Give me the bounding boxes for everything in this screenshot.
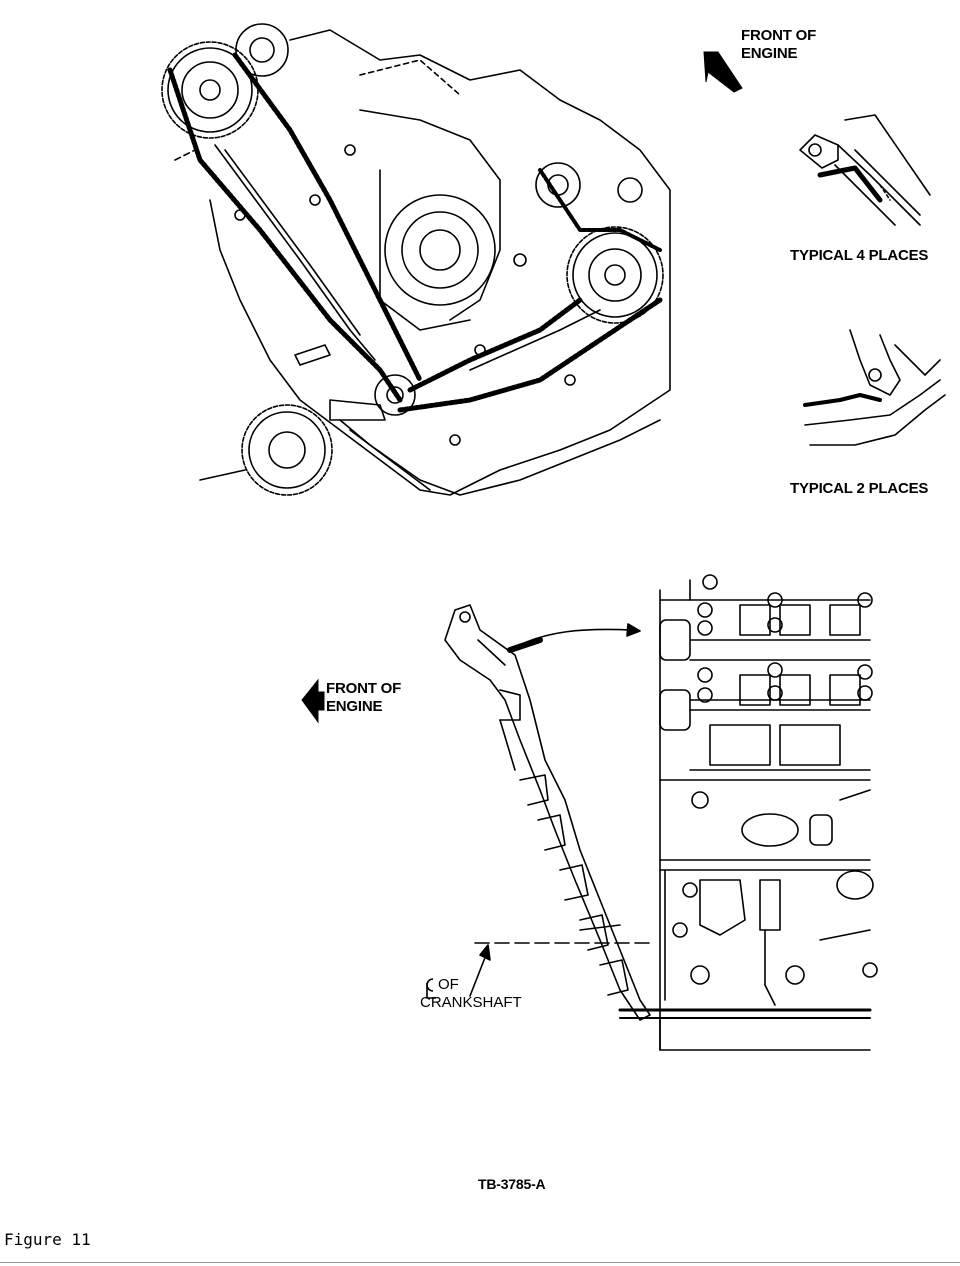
arrow-left-icon bbox=[301, 678, 325, 724]
centerline-icon bbox=[426, 978, 436, 999]
engine-label: ENGINE bbox=[326, 698, 383, 715]
crankshaft-centerline-label: OF CRANKSHAFT bbox=[420, 976, 522, 1012]
of-label: OF bbox=[438, 976, 459, 993]
front-of-engine-label-top: FRONT OF ENGINE bbox=[741, 27, 816, 63]
typical-4-places-label: TYPICAL 4 PLACES bbox=[790, 247, 929, 264]
detail-typical-4 bbox=[799, 114, 931, 226]
drawing-number: TB-3785-A bbox=[478, 1176, 546, 1192]
front-of-engine-label-bottom: FRONT OF ENGINE bbox=[326, 680, 401, 716]
arrow-down-left-icon bbox=[703, 51, 743, 93]
bottom-divider bbox=[0, 1262, 960, 1263]
cylinder-head-illustration bbox=[444, 574, 878, 1051]
crankshaft-label: CRANKSHAFT bbox=[420, 994, 522, 1011]
typical-2-places-label: TYPICAL 2 PLACES bbox=[790, 480, 929, 497]
figure-caption: Figure 11 bbox=[4, 1230, 91, 1249]
engine-timing-illustration bbox=[161, 23, 671, 496]
front-of-label: FRONT OF bbox=[741, 27, 817, 44]
detail-typical-2 bbox=[803, 329, 946, 446]
front-of-label: FRONT OF bbox=[326, 680, 402, 697]
engine-label: ENGINE bbox=[741, 45, 798, 62]
